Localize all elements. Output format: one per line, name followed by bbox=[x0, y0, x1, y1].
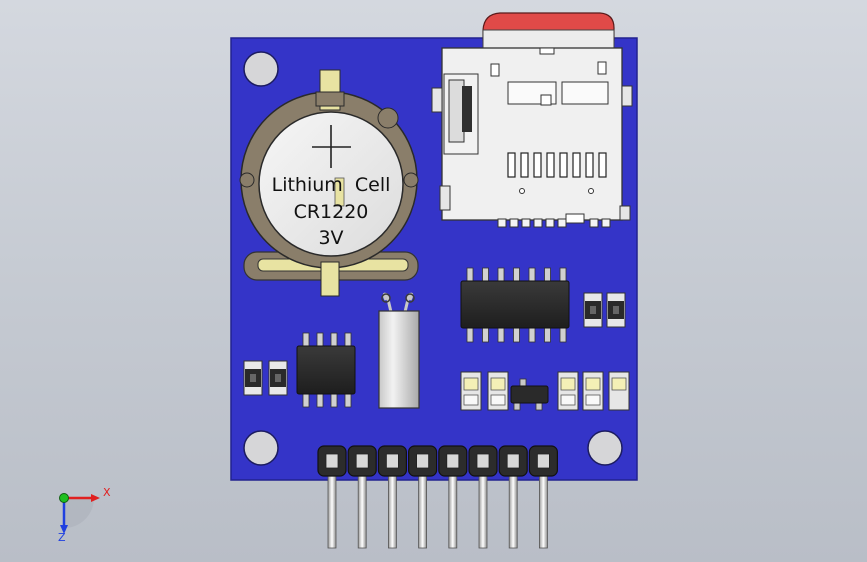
micro-sd-socket[interactable] bbox=[431, 12, 633, 228]
ic14-pin-bottom bbox=[559, 327, 567, 343]
plus-icon bbox=[312, 125, 351, 168]
smd-component-pad bbox=[560, 394, 576, 406]
header-pin bbox=[387, 469, 397, 549]
sd-bottom-pins bbox=[497, 218, 611, 228]
header-pin-top bbox=[355, 453, 369, 469]
smd-components-row[interactable] bbox=[460, 371, 630, 411]
ic8-pin-top bbox=[344, 332, 352, 348]
header-pin-top bbox=[476, 453, 490, 469]
sd-bottom-pin bbox=[509, 218, 519, 228]
ic14-pin-bottom bbox=[497, 327, 505, 343]
ic8-pin-bottom bbox=[316, 392, 324, 408]
sd-bottom-pin bbox=[557, 218, 567, 228]
header-pin bbox=[448, 469, 458, 549]
ic8-body bbox=[296, 345, 356, 395]
sd-contact-finger bbox=[546, 152, 555, 178]
ic14-pin-bottom bbox=[544, 327, 551, 343]
x-axis-label: X bbox=[103, 486, 111, 499]
resistor-marking bbox=[590, 306, 596, 314]
sd-bottom-pin bbox=[521, 218, 531, 228]
crystal-oscillator[interactable] bbox=[378, 292, 420, 409]
ic14-body bbox=[460, 280, 570, 329]
smd-component-pad bbox=[585, 394, 601, 406]
smd-component-pad bbox=[560, 377, 576, 391]
smd-component-pad bbox=[611, 377, 627, 391]
header-pin-top bbox=[537, 453, 550, 469]
ic14-pin-bottom bbox=[528, 327, 536, 343]
smd-component-pad bbox=[463, 377, 479, 391]
ic14-pin-top bbox=[466, 267, 474, 283]
header-pin bbox=[418, 469, 428, 549]
sd-bottom-pin bbox=[601, 218, 611, 228]
smd-component-pad bbox=[463, 394, 479, 406]
sd-contact-finger bbox=[507, 152, 516, 178]
battery-holder[interactable]: Lithium Cell CR1220 3V bbox=[239, 69, 419, 297]
smd-resistors-right[interactable] bbox=[583, 292, 626, 328]
ic-soic8[interactable] bbox=[296, 332, 356, 408]
header-pin-top bbox=[446, 453, 460, 469]
ic14-pin-top bbox=[528, 267, 536, 283]
ic14-pin-top bbox=[482, 267, 489, 283]
resistor-marking bbox=[250, 374, 256, 382]
sd-contact-finger bbox=[585, 152, 594, 178]
ic14-pin-bottom bbox=[466, 327, 474, 343]
ic14-pin-bottom bbox=[482, 327, 489, 343]
mounting-hole-top-left bbox=[243, 51, 279, 87]
sd-bottom-pin bbox=[533, 218, 543, 228]
ic8-pin-top bbox=[302, 332, 310, 348]
header-pin bbox=[508, 469, 518, 549]
ic8-pin-bottom bbox=[344, 392, 352, 408]
y-axis-dot bbox=[59, 493, 69, 503]
header-pin-top bbox=[506, 453, 520, 469]
header-pin-top bbox=[416, 453, 430, 469]
z-axis-label: Z bbox=[58, 531, 66, 544]
coin-cell-battery bbox=[258, 111, 404, 257]
ic8-pin-top bbox=[316, 332, 324, 348]
ic8-pin-bottom bbox=[302, 392, 310, 408]
smd-resistors-left[interactable] bbox=[243, 360, 288, 396]
header-pin-top bbox=[385, 453, 399, 469]
battery-label-line1: Lithium Cell bbox=[272, 174, 391, 196]
header-pin bbox=[478, 469, 488, 549]
mounting-hole-bottom-right bbox=[587, 430, 623, 466]
ic-soic14[interactable] bbox=[460, 267, 570, 343]
sd-bottom-pin bbox=[497, 218, 507, 228]
sd-contact-finger bbox=[559, 152, 568, 178]
ic8-pin-bottom bbox=[330, 392, 338, 408]
resistor-marking bbox=[275, 374, 281, 382]
ic14-pin-top bbox=[513, 267, 520, 283]
ic14-pin-bottom bbox=[513, 327, 520, 343]
header-pin bbox=[327, 469, 337, 549]
ic8-pin-top bbox=[330, 332, 338, 348]
ic14-pin-top bbox=[559, 267, 567, 283]
sd-contact-finger bbox=[533, 152, 542, 178]
sd-contact-finger bbox=[572, 152, 581, 178]
battery-label-line3: 3V bbox=[318, 227, 343, 249]
sd-contact-fingers bbox=[507, 152, 607, 178]
header-pin bbox=[357, 469, 367, 549]
sd-bottom-pin bbox=[589, 218, 599, 228]
mounting-holes bbox=[243, 51, 623, 466]
smd-component-pad bbox=[490, 394, 506, 406]
orientation-triad: X Z bbox=[58, 486, 111, 544]
pin-header[interactable] bbox=[317, 445, 559, 549]
ic14-pin-top bbox=[544, 267, 551, 283]
sd-contact-finger bbox=[520, 152, 529, 178]
ic14-pin-top bbox=[497, 267, 505, 283]
sot23-transistor[interactable] bbox=[510, 378, 549, 411]
sd-contact-finger bbox=[598, 152, 607, 178]
smd-component-pad bbox=[490, 377, 506, 391]
sd-bottom-pin bbox=[545, 218, 555, 228]
smd-component-pad bbox=[585, 377, 601, 391]
battery-label-line2: CR1220 bbox=[294, 201, 369, 223]
mounting-hole-bottom-left bbox=[243, 430, 279, 466]
header-pin-top bbox=[325, 453, 339, 469]
header-pin bbox=[539, 469, 548, 549]
resistor-marking bbox=[613, 306, 619, 314]
